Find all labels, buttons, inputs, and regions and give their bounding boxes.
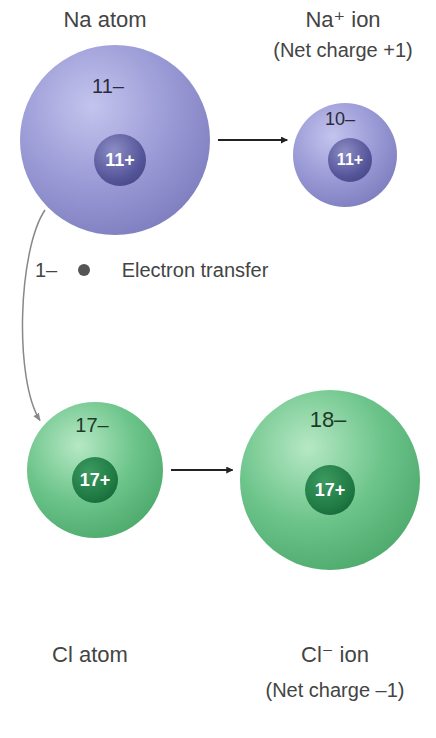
electron-count: 18– [310, 407, 347, 432]
atom-name: Cl atom [52, 642, 128, 667]
ion-name: Na⁺ ion [305, 7, 380, 32]
chlorine-atom: 17+17–Cl atom [27, 402, 163, 538]
electron-count: 17– [75, 414, 108, 437]
reaction-arrow [171, 469, 233, 471]
transfer-arrow [22, 210, 45, 420]
reaction-arrow [218, 139, 287, 141]
charge-label: 1– [32, 259, 60, 282]
nucleus: 17+ [305, 465, 355, 515]
edge-label: Electron transfer [119, 259, 272, 282]
net-charge: (Net charge +1) [273, 39, 413, 62]
proton-count: 11+ [337, 151, 363, 169]
atom-name: Na atom [63, 7, 146, 32]
nucleus: 11+ [94, 134, 146, 186]
proton-count: 17+ [315, 480, 346, 501]
electron-count: 10– [325, 109, 355, 130]
electron-count: 11– [92, 75, 124, 98]
proton-count: 17+ [80, 470, 111, 491]
sodium-ion: 11+Na⁺ ion(Net charge +1)10– [293, 103, 397, 207]
sodium-atom: 11+Na atom11– [20, 45, 210, 235]
proton-count: 11+ [105, 150, 135, 171]
nucleus: 11+ [328, 138, 372, 182]
net-charge: (Net charge –1) [266, 679, 405, 702]
ion-name: Cl⁻ ion [301, 642, 369, 667]
nucleus: 17+ [72, 457, 118, 503]
electron-dot [78, 264, 90, 276]
chloride-ion: 17+18–Cl⁻ ion(Net charge –1) [240, 390, 420, 570]
